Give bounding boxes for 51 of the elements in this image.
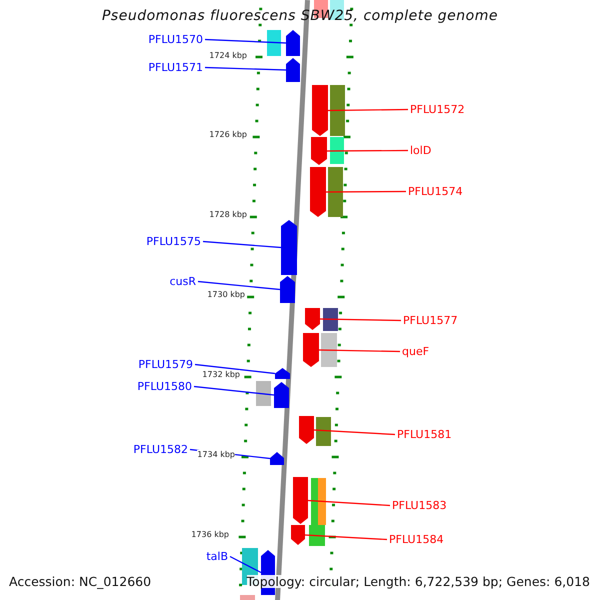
gene-label: talB — [206, 550, 228, 563]
gene-feature — [305, 308, 320, 330]
scale-label: 1730 kbp — [207, 290, 245, 300]
leader-line — [194, 386, 274, 396]
scale-label: 1732 kbp — [202, 370, 240, 380]
gene-feature — [275, 368, 290, 379]
gene-label: PFLU1583 — [392, 499, 447, 512]
gene-feature — [303, 333, 319, 367]
leader-line — [318, 349, 400, 352]
leader-line — [204, 66, 286, 71]
scale-label: 1736 kbp — [191, 530, 229, 540]
footer-text: Accession: NC_012660 — [9, 575, 152, 588]
leader-line — [327, 150, 408, 152]
leader-line — [320, 318, 402, 322]
leader-line — [202, 240, 282, 248]
gene-label: PFLU1577 — [403, 314, 458, 327]
leader-line — [328, 108, 408, 112]
gene-label: PFLU1582 — [133, 443, 188, 456]
leader-line — [304, 534, 388, 540]
scale-label: 1728 kbp — [209, 210, 247, 220]
leader-line — [230, 556, 262, 574]
gene-label: PFLU1572 — [410, 103, 465, 116]
leader-line — [194, 364, 276, 374]
gene-label: queF — [402, 345, 430, 358]
gene-feature — [286, 58, 300, 82]
leader-line — [308, 500, 390, 506]
leader-line — [198, 280, 280, 290]
gene-label: PFLU1574 — [408, 185, 463, 198]
gene-feature — [274, 382, 289, 408]
title: Pseudomonas fluorescens SBW25, complete genome — [100, 10, 499, 23]
gene-label: PFLU1580 — [137, 380, 192, 393]
gene-label: PFLU1570 — [148, 33, 203, 46]
gene-feature — [291, 525, 305, 545]
gene-feature — [280, 276, 295, 303]
gene-feature — [270, 452, 284, 465]
gene-label: PFLU1575 — [146, 235, 201, 248]
gene-feature — [312, 85, 328, 136]
gene-feature — [299, 416, 314, 444]
gene-feature — [286, 30, 300, 56]
gene-label: PFLU1584 — [389, 533, 444, 546]
gene-label: PFLU1579 — [138, 358, 193, 371]
scale-label: 1734 kbp — [197, 450, 235, 460]
leader-line — [314, 429, 396, 436]
gene-label: cusR — [170, 275, 196, 288]
gene-label: PFLU1581 — [397, 428, 452, 441]
scale-label: 1726 kbp — [209, 130, 247, 140]
scale-label: 1724 kbp — [209, 51, 247, 61]
gene-label: PFLU1571 — [148, 61, 203, 74]
gene-label: lolD — [410, 144, 432, 157]
leader-line — [204, 38, 286, 44]
leader-line — [326, 190, 406, 193]
